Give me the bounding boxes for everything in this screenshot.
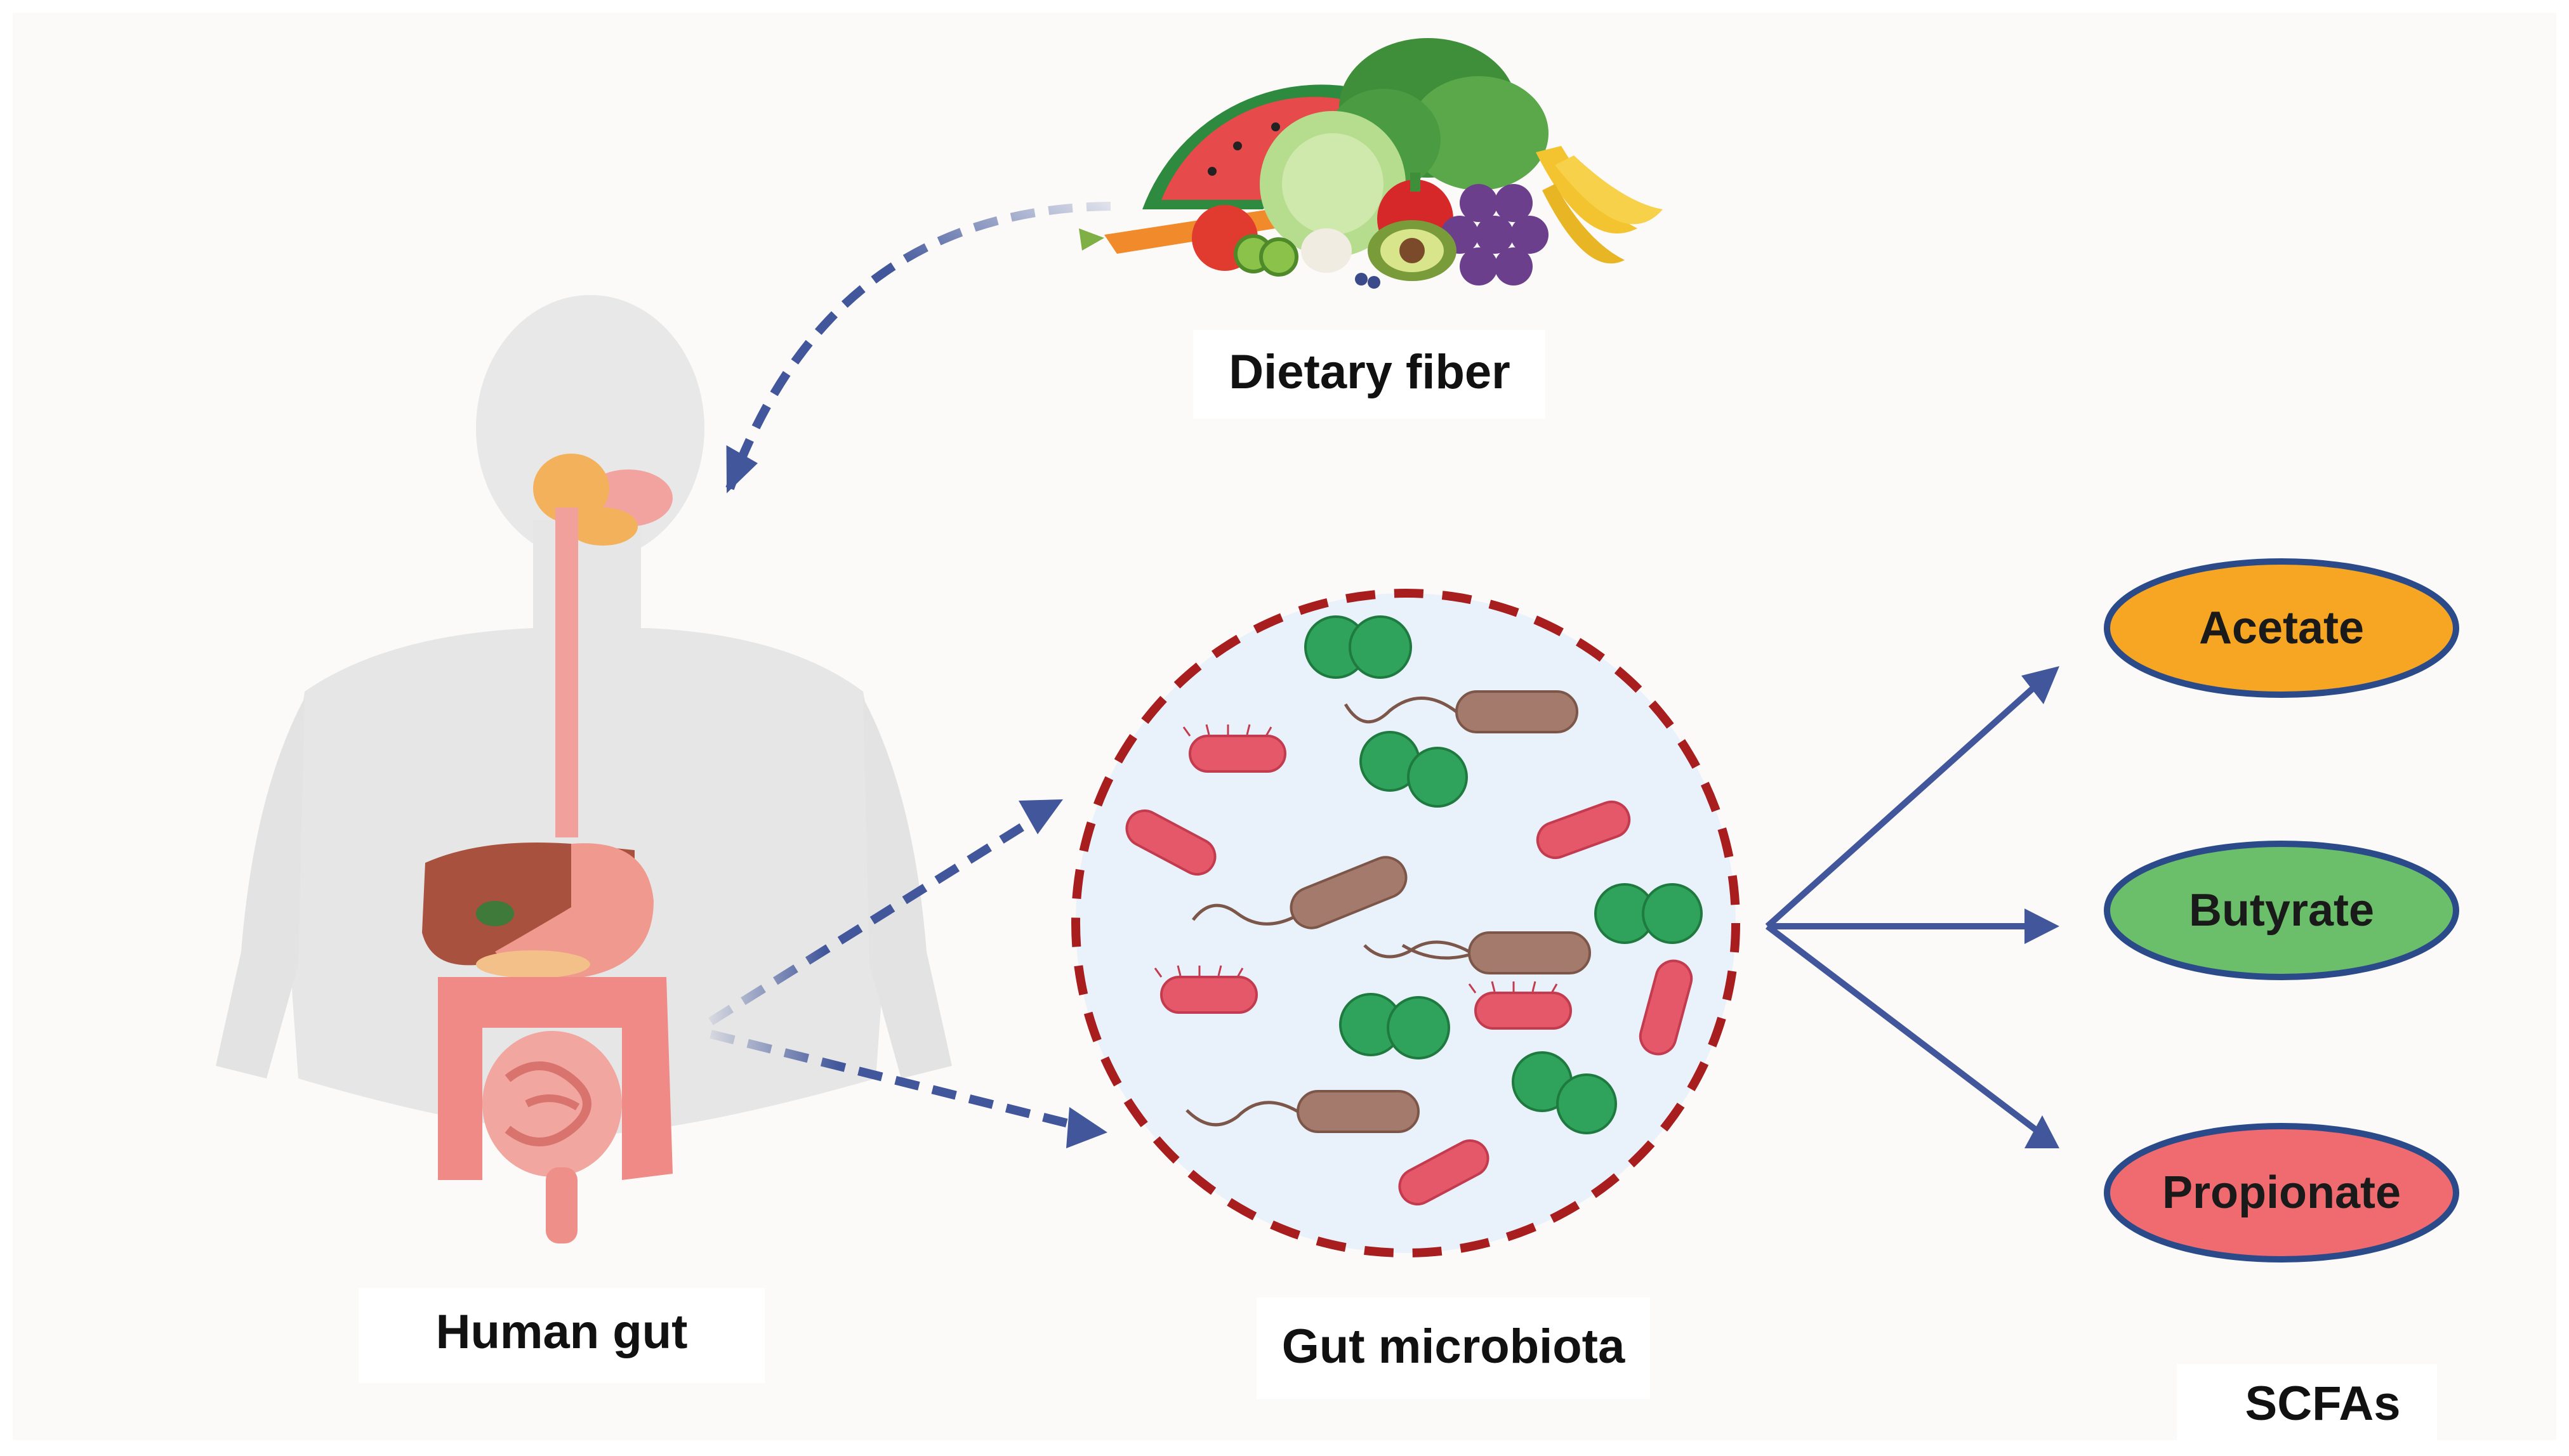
arrow-gut-to-microbiota-upper — [708, 799, 1063, 1025]
label-dietary-fiber: Dietary fiber — [1193, 330, 1545, 419]
label-scfas: SCFAs — [2177, 1364, 2437, 1446]
fruit-vegetable-pile-icon — [1079, 38, 1663, 289]
scfa-oval-propionate: Propionate — [2104, 1123, 2459, 1263]
scfa-label-propionate: Propionate — [2162, 1167, 2401, 1218]
human-body-digestive-system-icon — [216, 295, 952, 1243]
arrow-heads-scfas — [2021, 666, 2059, 1148]
arrow-food-to-mouth — [725, 202, 1111, 494]
label-human-gut: Human gut — [359, 1288, 765, 1383]
label-human-gut-text: Human gut — [436, 1305, 688, 1359]
scfa-label-butyrate: Butyrate — [2189, 885, 2374, 936]
label-scfas-text: SCFAs — [2245, 1377, 2401, 1431]
bacteria-cluster-icon — [1071, 589, 1740, 1257]
label-dietary-fiber-text: Dietary fiber — [1229, 345, 1510, 399]
arrow-microbiota-to-scfas — [1765, 676, 2046, 1138]
label-gut-microbiota-text: Gut microbiota — [1282, 1320, 1625, 1374]
scfa-label-acetate: Acetate — [2199, 603, 2364, 653]
arrow-gut-to-microbiota-lower — [710, 1030, 1107, 1148]
scfa-oval-butyrate: Butyrate — [2104, 841, 2459, 980]
scfa-oval-acetate: Acetate — [2104, 558, 2459, 698]
label-gut-microbiota: Gut microbiota — [1257, 1297, 1650, 1399]
